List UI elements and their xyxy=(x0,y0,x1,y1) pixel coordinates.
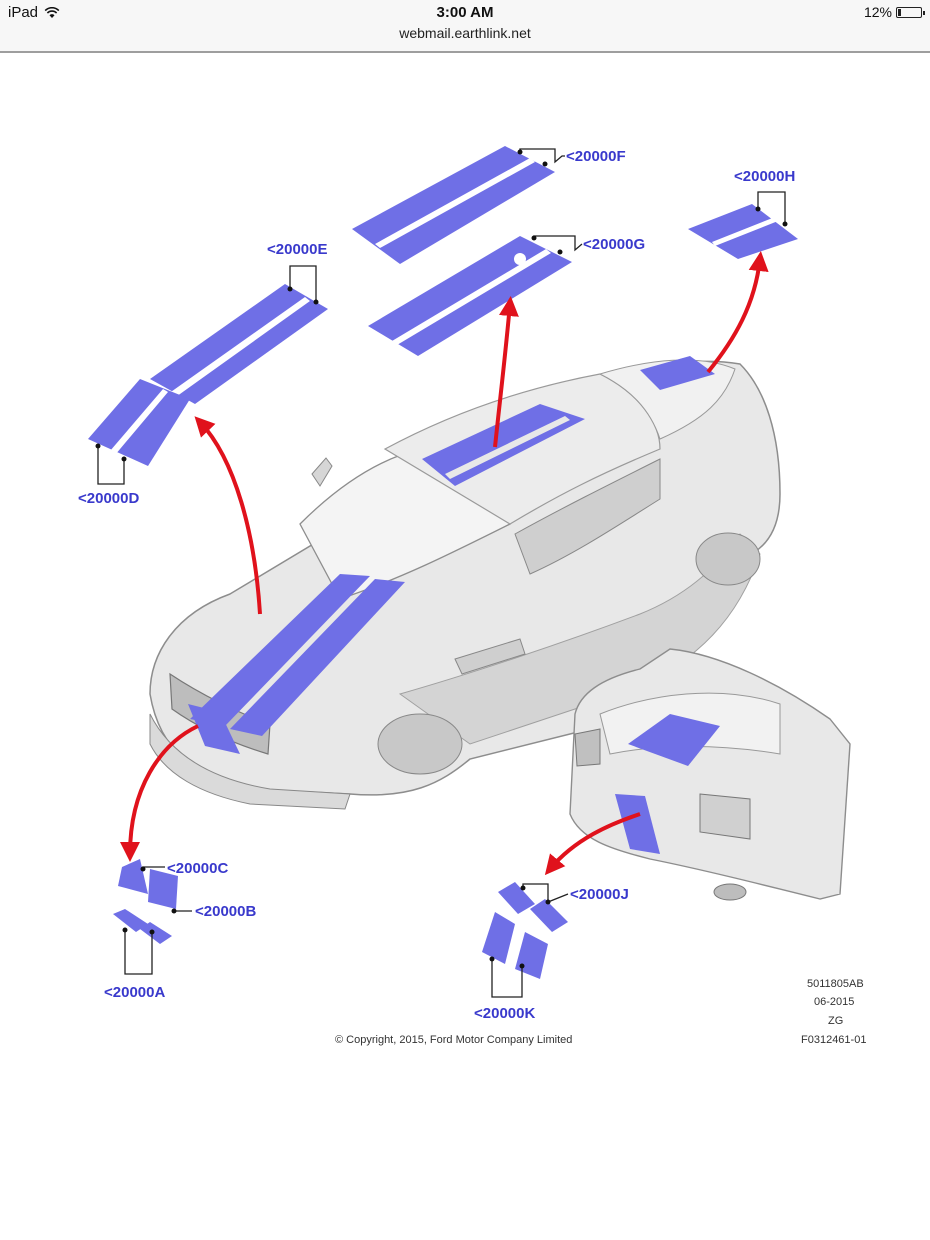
arrow-bumper-to-c xyxy=(120,724,199,862)
battery-icon xyxy=(896,6,925,18)
rear-car-illustration xyxy=(569,648,851,901)
leader-k xyxy=(491,959,523,998)
front-wheel-arch xyxy=(377,713,463,775)
battery-percent: 12% xyxy=(863,4,892,20)
side-mirror xyxy=(311,457,333,487)
device-name: iPad xyxy=(8,4,39,21)
part-code: 5011805AB xyxy=(807,978,864,990)
rear-bumper-stripe xyxy=(615,794,660,854)
hood-stripe-left xyxy=(190,574,370,726)
leader-d xyxy=(97,446,125,485)
callout-20000c: <20000C xyxy=(167,860,228,877)
arrow-trunk-to-h xyxy=(706,251,769,374)
rear-taillights xyxy=(699,793,751,840)
wifi-icon xyxy=(44,6,60,18)
bumper-stripe xyxy=(188,704,240,754)
trunk-stripe xyxy=(640,356,715,390)
side-vent xyxy=(454,638,526,675)
arrow-roof-to-g xyxy=(493,296,519,448)
status-right: 12% xyxy=(863,4,925,20)
status-left: iPad xyxy=(8,4,60,21)
front-bumper xyxy=(149,713,351,810)
leader-j xyxy=(522,883,569,903)
leader-e xyxy=(289,265,317,302)
rear-wheel-arch xyxy=(695,532,761,586)
copyright-notice: © Copyright, 2015, Ford Motor Company Li… xyxy=(335,1034,572,1046)
stripe-kit-diagram: <20000F <20000G <20000H <20000E <20000D … xyxy=(78,146,866,1046)
decal-panel-g xyxy=(368,236,572,356)
rear-deck-stripe xyxy=(628,714,720,766)
callout-20000a: <20000A xyxy=(104,984,165,1001)
roof-stripe-gap xyxy=(445,416,570,479)
header-divider xyxy=(0,51,930,53)
decal-panel-c xyxy=(118,859,178,909)
decal-panel-j xyxy=(498,882,568,932)
leader-h xyxy=(757,191,786,224)
rear-window xyxy=(598,359,736,440)
arrow-hood-to-e xyxy=(194,416,262,615)
callout-20000e: <20000E xyxy=(267,241,327,258)
leader-dots xyxy=(95,149,788,969)
decal-panel-f xyxy=(352,146,555,264)
side-window xyxy=(514,458,661,575)
decal-panel-h xyxy=(688,204,798,259)
diagram-date: 06-2015 xyxy=(814,996,854,1008)
rear-grille xyxy=(574,728,601,767)
leader-a xyxy=(124,930,153,975)
callout-20000b: <20000B xyxy=(195,903,256,920)
callout-20000k: <20000K xyxy=(474,1005,535,1022)
callout-20000f: <20000F xyxy=(566,148,626,165)
exhaust-tips xyxy=(713,883,747,901)
callout-20000j: <20000J xyxy=(570,886,629,903)
callout-20000h: <20000H xyxy=(734,168,795,185)
callout-20000g: <20000G xyxy=(583,236,645,253)
hood-stripe-right xyxy=(230,579,405,736)
decal-panel-e xyxy=(150,284,328,404)
callout-arrows xyxy=(120,251,769,876)
decal-panel-d xyxy=(88,379,190,466)
battery-level-fill xyxy=(898,8,901,16)
status-bar: iPad 3:00 AM webmail.earthlink.net 12% xyxy=(0,0,930,53)
figure-id: F0312461-01 xyxy=(801,1034,866,1046)
leader-c xyxy=(142,866,165,869)
clock: 3:00 AM xyxy=(436,4,494,21)
rear-car-body xyxy=(569,648,851,900)
arrow-rear-to-j xyxy=(544,812,641,876)
decal-panel-a xyxy=(113,909,172,944)
address-bar-url[interactable]: webmail.earthlink.net xyxy=(399,25,531,41)
callout-20000d: <20000D xyxy=(78,490,139,507)
zone-code: ZG xyxy=(828,1015,843,1027)
